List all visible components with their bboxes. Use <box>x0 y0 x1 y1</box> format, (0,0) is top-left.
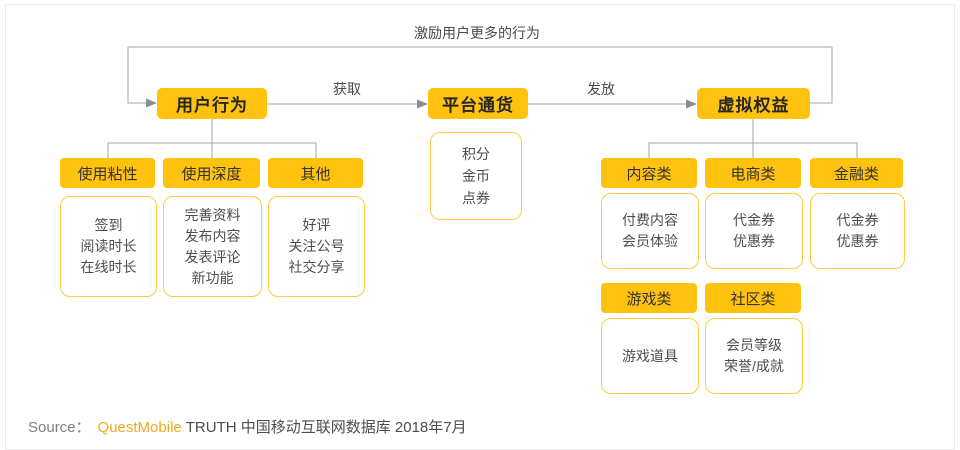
category-other: 其他 <box>268 158 363 188</box>
edge-label-acquire: 获取 <box>333 81 361 97</box>
category-community: 社区类 <box>705 283 801 313</box>
items-game: 游戏道具 <box>601 318 699 394</box>
source-brand-questmobile: QuestMobile <box>97 419 182 436</box>
items-use-stickiness: 签到阅读时长在线时长 <box>60 196 157 297</box>
node-virtual-rights: 虚拟权益 <box>697 88 810 119</box>
items-content: 付费内容会员体验 <box>601 193 699 269</box>
node-user-behavior: 用户行为 <box>157 88 267 119</box>
category-use-depth: 使用深度 <box>163 158 260 188</box>
items-ecommerce: 代金券优惠券 <box>705 193 803 269</box>
edge-label-distribute: 发放 <box>587 81 615 97</box>
items-community: 会员等级荣誉/成就 <box>705 318 803 394</box>
items-other: 好评关注公号社交分享 <box>268 196 365 297</box>
category-game: 游戏类 <box>601 283 697 313</box>
category-finance: 金融类 <box>810 158 903 188</box>
source-description: TRUTH 中国移动互联网数据库 2018年7月 <box>185 419 467 436</box>
source-prefix: Source： <box>28 419 91 436</box>
items-use-depth: 完善资料发布内容发表评论新功能 <box>163 196 262 297</box>
node-platform-currency: 平台通货 <box>428 88 528 119</box>
category-ecommerce: 电商类 <box>705 158 801 188</box>
currency-items-box: 积分金币点券 <box>430 132 522 220</box>
items-finance: 代金券优惠券 <box>810 193 905 269</box>
category-use-stickiness: 使用粘性 <box>60 158 155 188</box>
category-content: 内容类 <box>601 158 697 188</box>
feedback-loop-label: 激励用户更多的行为 <box>414 25 540 41</box>
